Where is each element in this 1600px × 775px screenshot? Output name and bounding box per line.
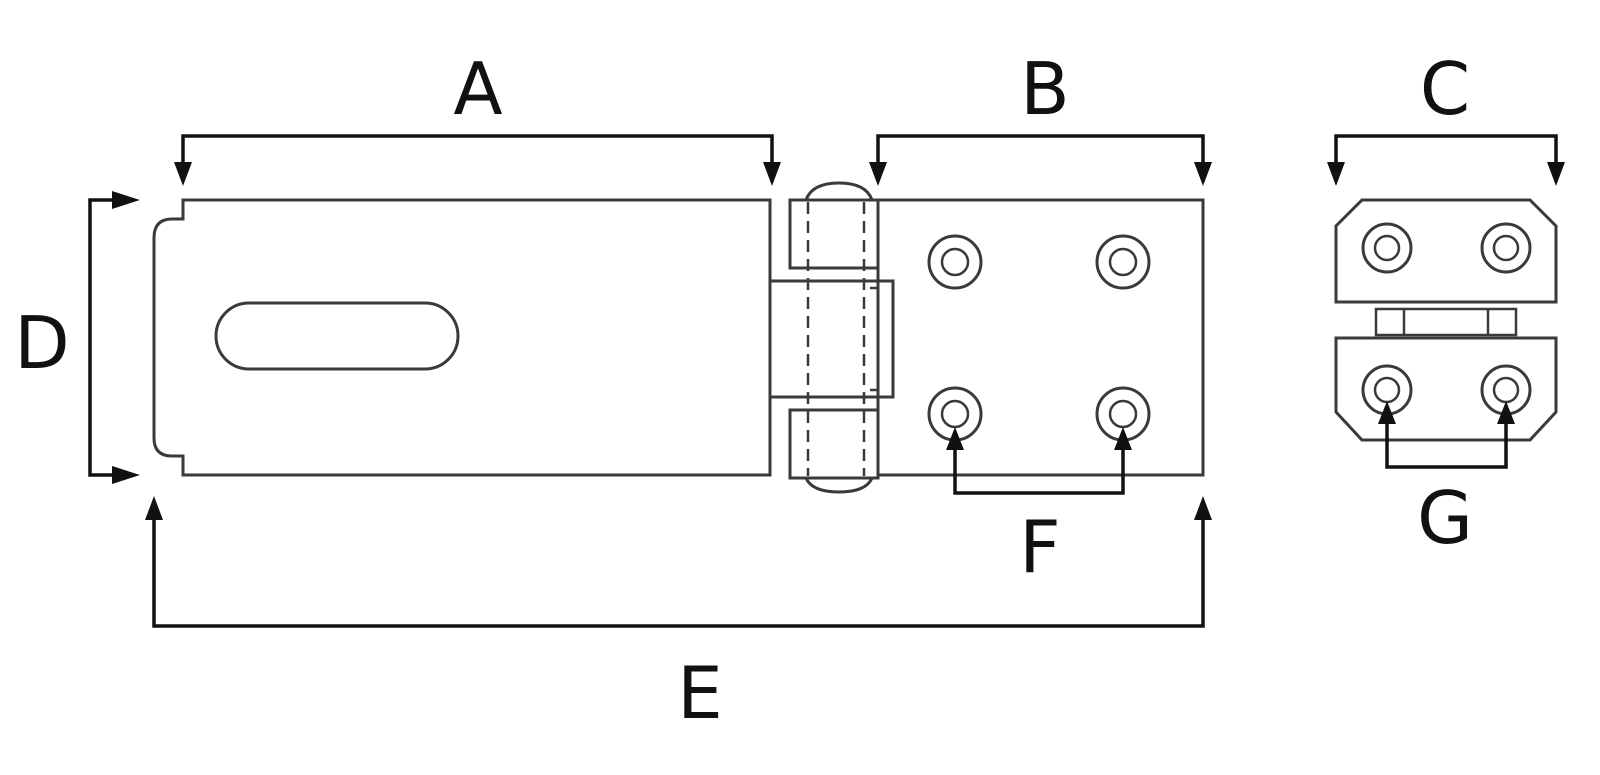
label-a: A [453, 47, 502, 131]
staple-plate [876, 198, 1205, 477]
staple-side-view [1334, 198, 1558, 442]
staple-screw-hole-top-right [1480, 222, 1532, 274]
hinge-knuckle-bottom [804, 477, 874, 494]
label-c: C [1420, 47, 1470, 131]
hinge-knuckle-top [804, 181, 874, 201]
dimension-e [145, 496, 1212, 628]
dimension-c [1327, 134, 1565, 186]
dimension-g [1378, 401, 1515, 469]
staple-top-plate [1334, 198, 1558, 304]
staple-link [1374, 307, 1518, 337]
hasp-plate-outline [152, 198, 772, 477]
label-e: E [677, 651, 723, 735]
hinge [770, 181, 895, 494]
staple-bottom-plate [1334, 336, 1558, 442]
label-b: B [1020, 47, 1069, 131]
dimension-f [946, 427, 1132, 495]
dimension-d [88, 191, 140, 484]
dimension-b [869, 134, 1212, 186]
label-d: D [14, 301, 69, 385]
hasp-slot [214, 301, 460, 371]
label-g: G [1417, 476, 1473, 560]
screw-hole-top-right [1095, 234, 1151, 290]
dimension-a [174, 134, 781, 186]
hinge-tongue [770, 279, 895, 399]
label-f: F [1019, 505, 1060, 589]
staple-screw-hole-top-left [1361, 222, 1413, 274]
staple-plate-outline [876, 198, 1205, 477]
hasp-plate [152, 198, 772, 477]
screw-hole-top-left [927, 234, 983, 290]
